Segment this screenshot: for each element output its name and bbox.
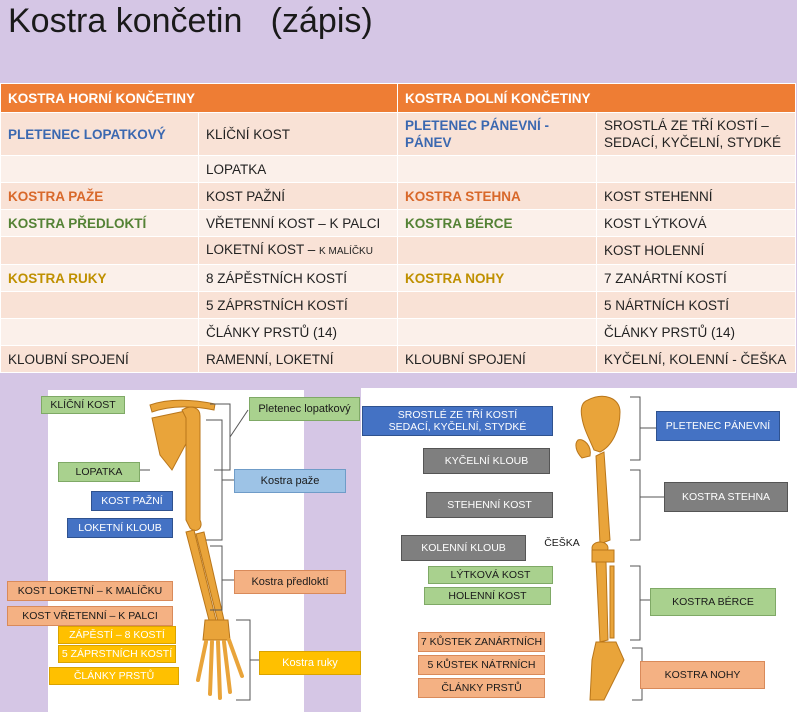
label-holenni-kost: HOLENNÍ KOST xyxy=(424,587,551,605)
table-row: LOKETNÍ KOST – K MALÍČKU KOST HOLENNÍ xyxy=(0,236,797,265)
table-cell: KOSTRA STEHNA xyxy=(397,182,598,210)
table-row: PLETENEC LOPATKOVÝ KLÍČNÍ KOST PLETENEC … xyxy=(0,112,797,156)
label-kolenni-kloub: KOLENNÍ KLOUB xyxy=(401,535,526,561)
table-cell xyxy=(0,236,199,265)
label-kostra-stehna: KOSTRA STEHNA xyxy=(664,482,788,512)
label-kost-loketni: KOST LOKETNÍ – K MALÍČKU xyxy=(7,581,173,601)
label-loketni-kloub: LOKETNÍ KLOUB xyxy=(67,518,173,538)
table-cell xyxy=(0,318,199,346)
table-cell: ČLÁNKY PRSTŮ (14) xyxy=(596,318,797,346)
label-kostra-berce: KOSTRA BÉRCE xyxy=(650,588,776,616)
table-cell: ČLÁNKY PRSTŮ (14) xyxy=(197,318,399,346)
table-cell: KLÍČNÍ KOST xyxy=(197,112,399,156)
table-cell: KYČELNÍ, KOLENNÍ - ČEŠKA xyxy=(596,345,797,373)
table-cell-small-text: K MALÍČKU xyxy=(319,246,373,257)
label-stehenni-kost: STEHENNÍ KOST xyxy=(426,492,553,518)
label-lopatka: LOPATKA xyxy=(58,462,140,482)
table-cell: PLETENEC PÁNEVNÍ - PÁNEV xyxy=(397,112,598,156)
label-clanky-prstu-arm: ČLÁNKY PRSTŮ xyxy=(49,667,179,685)
table-cell: KOSTRA RUKY xyxy=(0,264,199,292)
label-pletenec-lopatkovy: Pletenec lopatkový xyxy=(249,397,360,421)
label-lytkova-kost: LÝTKOVÁ KOST xyxy=(428,566,553,584)
table-cell: 8 ZÁPĚSTNÍCH KOSTÍ xyxy=(197,264,399,292)
page-title: Kostra končetin (zápis) xyxy=(8,2,373,40)
limb-skeleton-table: KOSTRA HORNÍ KONČETINY KOSTRA DOLNÍ KONČ… xyxy=(0,83,797,373)
table-cell: KOSTRA BÉRCE xyxy=(397,209,598,237)
table-cell xyxy=(397,318,598,346)
table-cell: SROSTLÁ ZE TŘÍ KOSTÍ – SEDACÍ, KYČELNÍ, … xyxy=(596,112,797,156)
table-row: ČLÁNKY PRSTŮ (14) ČLÁNKY PRSTŮ (14) xyxy=(0,318,797,346)
table-cell: 7 ZANÁRTNÍ KOSTÍ xyxy=(596,264,797,292)
label-natrnich: 5 KŮSTEK NÁTRNÍCH xyxy=(418,655,545,675)
table-header-row: KOSTRA HORNÍ KONČETINY KOSTRA DOLNÍ KONČ… xyxy=(0,83,797,113)
table-cell: KOSTRA NOHY xyxy=(397,264,598,292)
table-cell: 5 NÁRTNÍCH KOSTÍ xyxy=(596,291,797,319)
label-kost-pazni: KOST PAŽNÍ xyxy=(91,491,173,511)
table-cell: LOKETNÍ KOST – K MALÍČKU xyxy=(197,236,399,265)
table-row: KLOUBNÍ SPOJENÍ RAMENNÍ, LOKETNÍ KLOUBNÍ… xyxy=(0,345,797,373)
table-row: KOSTRA PŘEDLOKTÍ VŘETENNÍ KOST – K PALCI… xyxy=(0,209,797,237)
table-cell xyxy=(397,236,598,265)
table-cell: RAMENNÍ, LOKETNÍ xyxy=(197,345,399,373)
table-row: 5 ZÁPRSTNÍCH KOSTÍ 5 NÁRTNÍCH KOSTÍ xyxy=(0,291,797,319)
table-cell: KOST PAŽNÍ xyxy=(197,182,399,210)
label-zanartnich: 7 KŮSTEK ZANÁRTNÍCH xyxy=(418,632,545,652)
label-srostle: SROSTLÉ ZE TŘÍ KOSTÍ SEDACÍ, KYČELNÍ, ST… xyxy=(362,406,553,436)
label-clanky-prstu-leg: ČLÁNKY PRSTŮ xyxy=(418,678,545,698)
table-cell: VŘETENNÍ KOST – K PALCI xyxy=(197,209,399,237)
table-cell xyxy=(0,155,199,183)
label-kycelni-kloub: KYČELNÍ KLOUB xyxy=(423,448,550,474)
table-cell xyxy=(397,291,598,319)
label-kost-vretenni: KOST VŘETENNÍ – K PALCI xyxy=(7,606,173,626)
label-kostra-paze: Kostra paže xyxy=(234,469,346,493)
table-cell: KLOUBNÍ SPOJENÍ xyxy=(0,345,199,373)
label-zaprstni: 5 ZÁPRSTNÍCH KOSTÍ xyxy=(58,645,176,663)
table-cell: KLOUBNÍ SPOJENÍ xyxy=(397,345,598,373)
table-cell xyxy=(0,291,199,319)
table-row: KOSTRA PAŽE KOST PAŽNÍ KOSTRA STEHNA KOS… xyxy=(0,182,797,210)
label-srostle-line2: SEDACÍ, KYČELNÍ, STYDKÉ xyxy=(388,421,527,433)
header-upper-limb: KOSTRA HORNÍ KONČETINY xyxy=(0,83,399,113)
table-cell: KOSTRA PAŽE xyxy=(0,182,199,210)
table-cell-text: LOKETNÍ KOST – xyxy=(206,242,320,257)
label-pletenec-panevni: PLETENEC PÁNEVNÍ xyxy=(656,411,780,441)
table-cell xyxy=(596,155,797,183)
table-row: LOPATKA xyxy=(0,155,797,183)
header-lower-limb: KOSTRA DOLNÍ KONČETINY xyxy=(397,83,797,113)
table-cell: PLETENEC LOPATKOVÝ xyxy=(0,112,199,156)
table-row: KOSTRA RUKY 8 ZÁPĚSTNÍCH KOSTÍ KOSTRA NO… xyxy=(0,264,797,292)
table-cell: 5 ZÁPRSTNÍCH KOSTÍ xyxy=(197,291,399,319)
table-cell: KOSTRA PŘEDLOKTÍ xyxy=(0,209,199,237)
label-kostra-predlokti: Kostra předloktí xyxy=(234,570,346,594)
table-cell: KOST HOLENNÍ xyxy=(596,236,797,265)
label-klicni-kost: KLÍČNÍ KOST xyxy=(41,396,125,414)
label-kostra-nohy: KOSTRA NOHY xyxy=(640,661,765,689)
label-ceska: ČEŠKA xyxy=(535,534,589,552)
label-kostra-ruky: Kostra ruky xyxy=(259,651,361,675)
table-cell: LOPATKA xyxy=(197,155,399,183)
label-srostle-line1: SROSTLÉ ZE TŘÍ KOSTÍ xyxy=(397,409,518,421)
table-cell xyxy=(397,155,598,183)
table-cell: KOST LÝTKOVÁ xyxy=(596,209,797,237)
label-zapesti: ZÁPĚSTÍ – 8 KOSTÍ xyxy=(58,626,176,644)
table-cell: KOST STEHENNÍ xyxy=(596,182,797,210)
